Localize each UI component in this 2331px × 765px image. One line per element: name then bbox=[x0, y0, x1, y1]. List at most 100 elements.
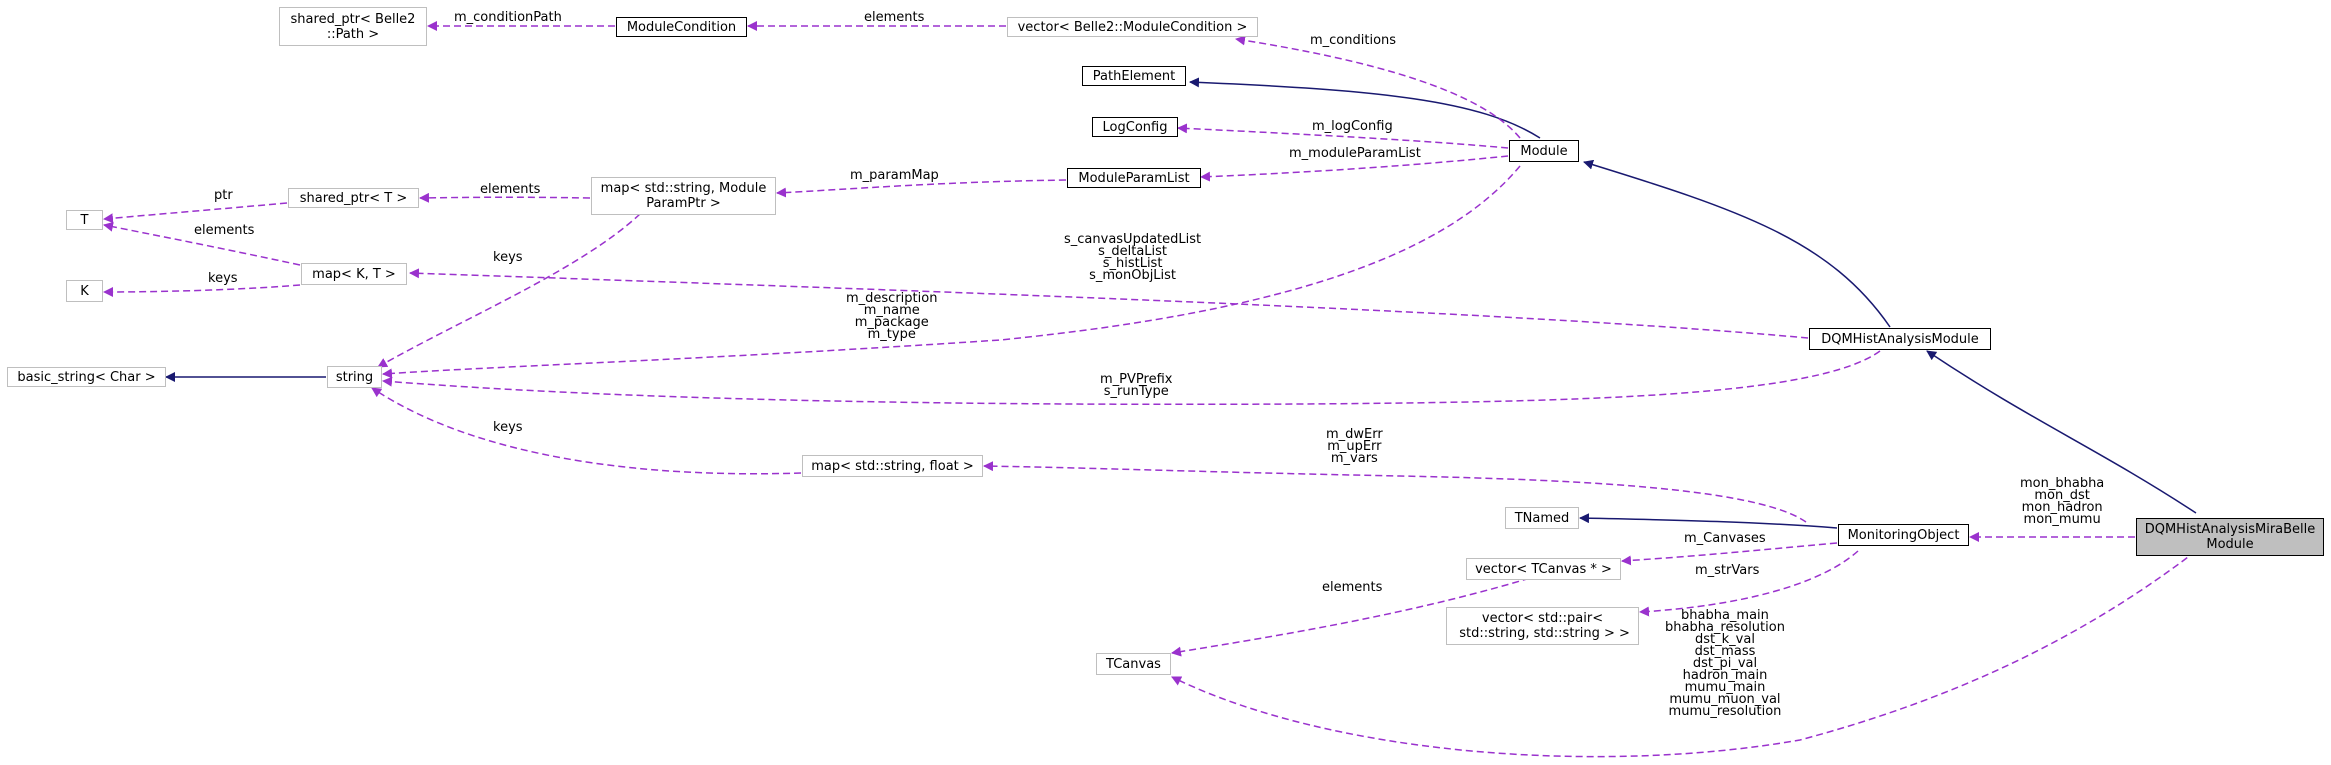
label-log-config: m_logConfig bbox=[1312, 119, 1393, 134]
edge-mira-tcanvas bbox=[1171, 550, 2197, 758]
edge-label-line: m_conditionPath bbox=[454, 10, 562, 25]
edge-label-line: elements bbox=[1322, 580, 1383, 595]
edge-label-line: m_PVPrefix bbox=[1100, 372, 1173, 387]
node-module-param-list[interactable]: ModuleParamList bbox=[1067, 168, 1201, 188]
node-module-condition[interactable]: ModuleCondition bbox=[616, 17, 747, 37]
edge-label-line: m_vars bbox=[1330, 451, 1378, 466]
edge-label-line: mumu_resolution bbox=[1668, 704, 1782, 719]
edge-label-line: dst_mass bbox=[1694, 644, 1756, 659]
edge-label-line: keys bbox=[208, 271, 238, 286]
edge-label-line: mon_dst bbox=[2034, 488, 2090, 503]
label-elements-mapkt: elements bbox=[194, 223, 255, 238]
edge-module-modparamlist bbox=[1200, 155, 1509, 182]
edge-label-line: m_name bbox=[863, 303, 920, 318]
edge-dqmhist-module bbox=[1583, 159, 1891, 328]
edge-label-line: mon_mumu bbox=[2023, 512, 2101, 527]
node-monitoring-object[interactable]: MonitoringObject bbox=[1838, 524, 1969, 546]
label-str-vars: m_strVars bbox=[1695, 563, 1760, 578]
node-shared-ptr-t[interactable]: shared_ptr< T > bbox=[288, 188, 419, 208]
edge-label-line: s_canvasUpdatedList bbox=[1064, 232, 1202, 247]
edge-mapfloat-string bbox=[371, 387, 802, 475]
edge-label-line: ptr bbox=[214, 188, 233, 203]
edge-label-line: s_deltaList bbox=[1098, 244, 1168, 259]
node-map-string-float[interactable]: map< std::string, float > bbox=[802, 455, 983, 477]
edge-label-line: m_package bbox=[854, 315, 929, 330]
edge-sharedt-t bbox=[103, 202, 288, 224]
label-keys-k: keys bbox=[208, 271, 238, 286]
label-elements-shared: elements bbox=[480, 182, 541, 197]
label-ptr: ptr bbox=[214, 188, 233, 203]
node-vector-module-condition[interactable]: vector< Belle2::ModuleCondition > bbox=[1007, 17, 1258, 37]
node-string[interactable]: string bbox=[327, 366, 382, 388]
edge-label-line: m_upErr bbox=[1327, 439, 1382, 454]
node-shared-ptr-path[interactable]: shared_ptr< Belle2 ::Path > bbox=[279, 7, 427, 46]
node-map-k-t[interactable]: map< K, T > bbox=[301, 263, 407, 285]
edge-module-pathelement bbox=[1189, 77, 1541, 139]
edge-label-line: elements bbox=[864, 10, 925, 25]
node-tnamed[interactable]: TNamed bbox=[1505, 507, 1579, 529]
label-conditions: m_conditions bbox=[1310, 33, 1397, 48]
edge-label-line: elements bbox=[480, 182, 541, 197]
edge-vectcanvas-tcanvas bbox=[1171, 574, 1541, 657]
edge-mapkt-t bbox=[103, 221, 301, 266]
edge-label-line: m_dwErr bbox=[1326, 427, 1383, 442]
node-basic-string[interactable]: basic_string< Char > bbox=[7, 367, 166, 387]
edge-label-line: elements bbox=[194, 223, 255, 238]
edge-label-line: m_strVars bbox=[1695, 563, 1760, 578]
edge-mira-dqmhist bbox=[1926, 350, 2197, 514]
edge-label-line: dst_pi_val bbox=[1692, 656, 1758, 671]
label-canvases: m_Canvases bbox=[1684, 531, 1766, 546]
edge-module-logconfig bbox=[1177, 123, 1509, 149]
node-dqm-hist-analysis-mira-belle-module[interactable]: DQMHistAnalysisMiraBelle Module bbox=[2136, 518, 2324, 556]
edge-dqmhist-mapkt bbox=[409, 268, 1809, 339]
edge-label-line: s_histList bbox=[1102, 256, 1163, 271]
node-t[interactable]: T bbox=[66, 210, 103, 230]
node-map-module-param-ptr[interactable]: map< std::string, Module ParamPtr > bbox=[591, 177, 776, 215]
edge-mapparam-sharedt bbox=[419, 192, 591, 203]
edge-label-line: keys bbox=[493, 250, 523, 265]
edge-label-line: m_type bbox=[867, 327, 916, 342]
edge-module-vecmodcond bbox=[1235, 35, 1521, 139]
node-path-element[interactable]: PathElement bbox=[1082, 66, 1186, 86]
label-param-map: m_paramMap bbox=[850, 168, 939, 183]
edge-label-line: m_paramMap bbox=[850, 168, 939, 183]
edge-modparamlist-mapparam bbox=[776, 179, 1067, 198]
node-vector-pair-string[interactable]: vector< std::pair< std::string, std::str… bbox=[1446, 607, 1639, 645]
edge-label-line: hadron_main bbox=[1682, 668, 1768, 683]
node-k[interactable]: K bbox=[66, 280, 103, 302]
edge-monobj-tnamed bbox=[1579, 513, 1838, 529]
label-elements-tc: elements bbox=[1322, 580, 1383, 595]
edge-mapparam-string bbox=[377, 213, 641, 368]
edge-label-line: dst_k_val bbox=[1695, 632, 1755, 647]
edge-label-line: keys bbox=[493, 420, 523, 435]
edge-monobj-mapfloat bbox=[983, 461, 1807, 523]
node-tcanvas[interactable]: TCanvas bbox=[1096, 653, 1171, 675]
edge-label-line: bhabha_main bbox=[1681, 608, 1769, 623]
edge-label-line: m_Canvases bbox=[1684, 531, 1766, 546]
edge-label-line: m_moduleParamList bbox=[1289, 146, 1421, 161]
edge-label-line: m_description bbox=[846, 291, 938, 306]
label-keys-float: keys bbox=[493, 420, 523, 435]
edge-label-line: m_conditions bbox=[1310, 33, 1397, 48]
edge-label-line: mon_hadron bbox=[2021, 500, 2103, 515]
edge-monobj-vectcanvas bbox=[1621, 542, 1838, 566]
edge-mapkt-k bbox=[103, 284, 301, 297]
edge-label-line: mumu_muon_val bbox=[1669, 692, 1781, 707]
edge-label-line: s_runType bbox=[1103, 384, 1169, 399]
node-vector-tcanvas[interactable]: vector< TCanvas * > bbox=[1466, 558, 1621, 580]
node-dqm-hist-analysis-module[interactable]: DQMHistAnalysisModule bbox=[1809, 328, 1991, 350]
edge-label-line: bhabha_resolution bbox=[1665, 620, 1785, 635]
node-log-config[interactable]: LogConfig bbox=[1092, 117, 1178, 137]
edge-monobj-vecpair bbox=[1639, 550, 1859, 617]
label-module-param-list: m_moduleParamList bbox=[1289, 146, 1421, 161]
edge-label-line: m_logConfig bbox=[1312, 119, 1393, 134]
node-module[interactable]: Module bbox=[1509, 140, 1579, 162]
